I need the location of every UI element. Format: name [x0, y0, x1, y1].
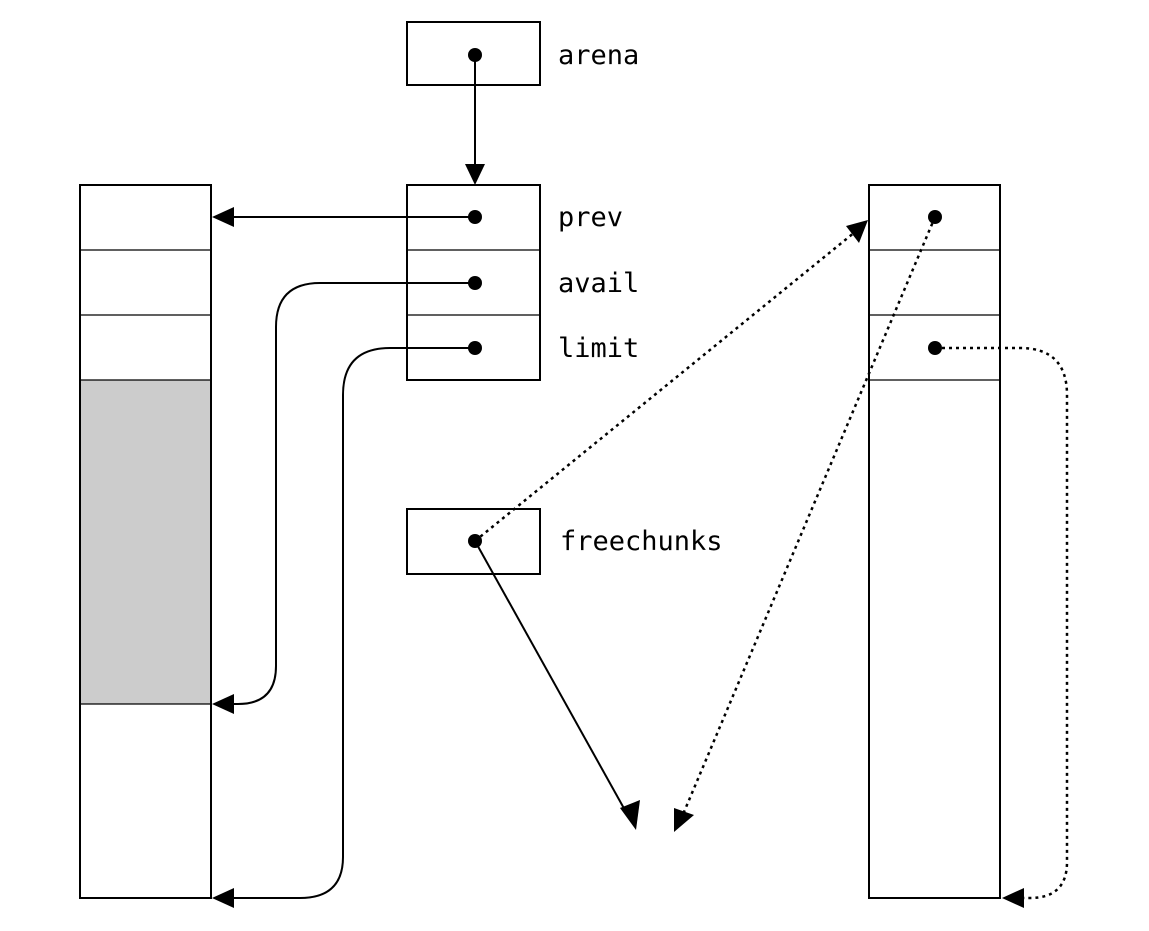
prev-arrow	[212, 207, 475, 227]
freechunks-solid-arrow	[474, 540, 640, 830]
left-memory-block	[79, 184, 212, 899]
allocated-region	[81, 380, 210, 704]
freechunks-dotted-arrow	[474, 220, 868, 542]
freechunks-box	[406, 508, 541, 575]
right-limit-dotted-arrow	[935, 346, 1069, 908]
freechunks-label: freechunks	[560, 526, 723, 557]
avail-arrow	[212, 282, 475, 714]
prev-label: prev	[558, 202, 623, 233]
arena-to-struct-arrow	[465, 55, 485, 185]
arena-box	[406, 21, 541, 86]
arena-label: arena	[558, 40, 639, 71]
limit-arrow	[212, 347, 475, 908]
right-prev-dotted-arrow	[674, 216, 937, 832]
limit-label: limit	[558, 333, 639, 364]
right-memory-block	[868, 184, 1001, 899]
avail-label: avail	[558, 268, 639, 299]
